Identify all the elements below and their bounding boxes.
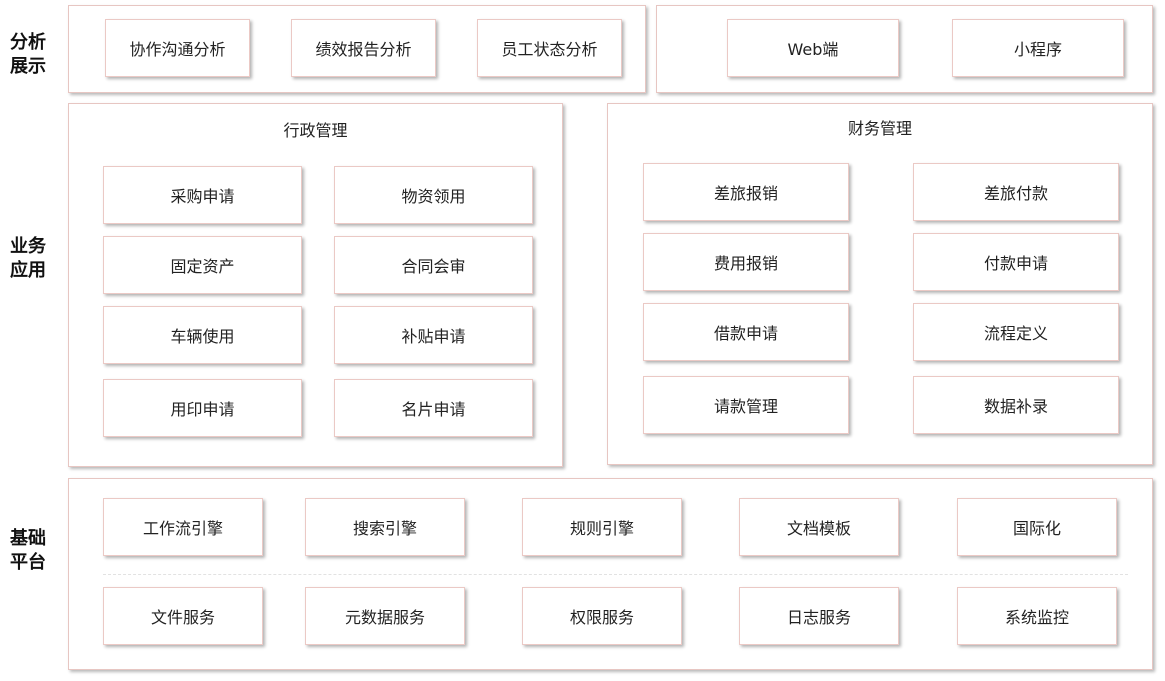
finance-panel-title: 财务管理	[847, 119, 912, 138]
finance-item: 差旅报销	[643, 163, 849, 221]
analysis-item: 绩效报告分析	[291, 19, 436, 77]
finance-item: 数据补录	[913, 376, 1119, 434]
analysis-item: 协作沟通分析	[105, 19, 250, 77]
finance-item: 借款申请	[643, 303, 849, 361]
service-item: 文件服务	[103, 587, 263, 645]
admin-item: 补贴申请	[334, 306, 533, 364]
service-item: 元数据服务	[305, 587, 465, 645]
engine-item: 规则引擎	[522, 498, 682, 556]
admin-panel-title: 行政管理	[283, 121, 348, 140]
analysis-item: 员工状态分析	[477, 19, 622, 77]
row-label-platform: 基础平台	[10, 528, 46, 573]
finance-item: 差旅付款	[913, 163, 1119, 221]
finance-item: 付款申请	[913, 233, 1119, 291]
admin-item: 用印申请	[103, 379, 302, 437]
admin-item: 采购申请	[103, 166, 302, 224]
admin-item: 物资领用	[334, 166, 533, 224]
finance-item: 流程定义	[913, 303, 1119, 361]
admin-item: 名片申请	[334, 379, 533, 437]
service-item: 权限服务	[522, 587, 682, 645]
engine-item: 文档模板	[739, 498, 899, 556]
row-label-business: 业务应用	[10, 236, 46, 281]
platform-divider	[103, 574, 1128, 575]
admin-item: 合同会审	[334, 236, 533, 294]
client-item: Web端	[727, 19, 899, 77]
engine-item: 搜索引擎	[305, 498, 465, 556]
engine-item: 工作流引擎	[103, 498, 263, 556]
engine-item: 国际化	[957, 498, 1117, 556]
finance-item: 请款管理	[643, 376, 849, 434]
row-label-analysis: 分析展示	[10, 32, 46, 77]
service-item: 日志服务	[739, 587, 899, 645]
finance-item: 费用报销	[643, 233, 849, 291]
client-item: 小程序	[952, 19, 1124, 77]
service-item: 系统监控	[957, 587, 1117, 645]
admin-item: 固定资产	[103, 236, 302, 294]
admin-item: 车辆使用	[103, 306, 302, 364]
